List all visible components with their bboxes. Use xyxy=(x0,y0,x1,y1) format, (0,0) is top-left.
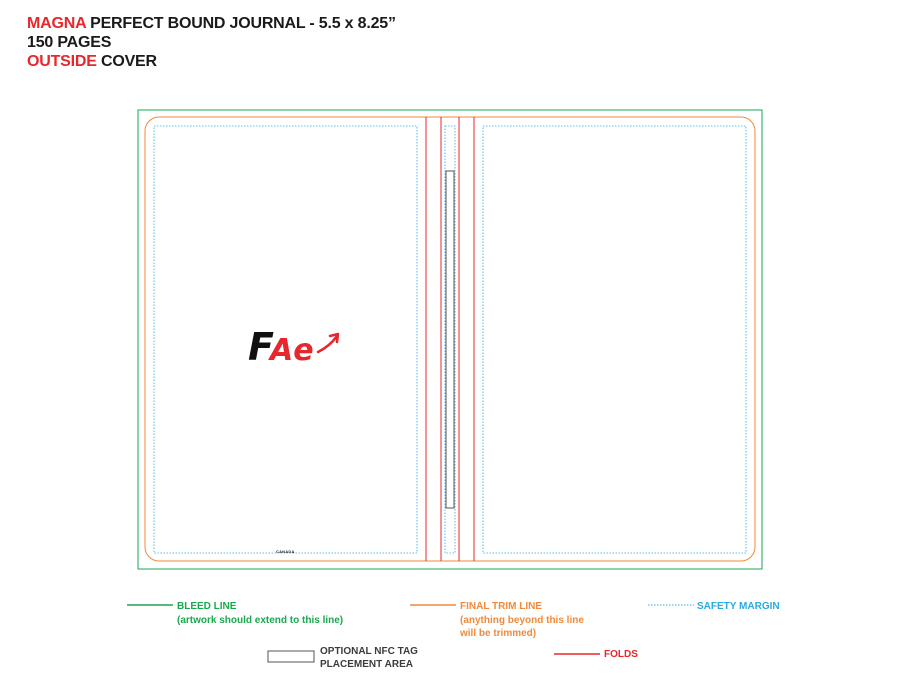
title-line-3: OUTSIDE COVER xyxy=(27,52,396,71)
trim-line-outline xyxy=(144,116,756,562)
nfc-placement-area xyxy=(445,170,455,509)
logo-letter-f: F xyxy=(248,325,274,369)
title-line-1: MAGNA PERFECT BOUND JOURNAL - 5.5 x 8.25… xyxy=(27,14,396,33)
legend-nfc-line1: OPTIONAL NFC TAG xyxy=(320,646,418,657)
legend-bleed-title: BLEED LINE xyxy=(177,601,237,612)
title-line-2: 150 PAGES xyxy=(27,34,112,51)
bleed-line-rect xyxy=(137,109,763,570)
safety-margin-spine xyxy=(444,125,456,554)
fae-logo: F Ae xyxy=(248,325,340,369)
logo-letters-ae: Ae xyxy=(268,333,314,368)
cover-word: COVER xyxy=(96,53,157,70)
legend-trim-sub1: (anything beyond this line xyxy=(460,615,584,626)
title-block: MAGNA PERFECT BOUND JOURNAL - 5.5 x 8.25… xyxy=(27,14,396,71)
canada-label: CANADA xyxy=(276,549,295,554)
product-name: PERFECT BOUND JOURNAL - 5.5 x 8.25” xyxy=(85,15,396,32)
legend-trim-sub2: will be trimmed) xyxy=(460,628,537,639)
legend-safety-title: SAFETY MARGIN xyxy=(697,601,780,612)
cover-side: OUTSIDE xyxy=(27,53,97,70)
legend-nfc-line2: PLACEMENT AREA xyxy=(320,659,413,670)
safety-margin-front xyxy=(482,125,747,554)
legend-nfc-swatch xyxy=(267,650,315,663)
legend-bleed-sub: (artwork should extend to this line) xyxy=(177,615,344,626)
legend-trim-title: FINAL TRIM LINE xyxy=(460,601,543,612)
legend-folds-title: FOLDS xyxy=(604,649,638,660)
logo-arrow-icon xyxy=(316,332,340,354)
brand-name: MAGNA xyxy=(27,15,86,32)
